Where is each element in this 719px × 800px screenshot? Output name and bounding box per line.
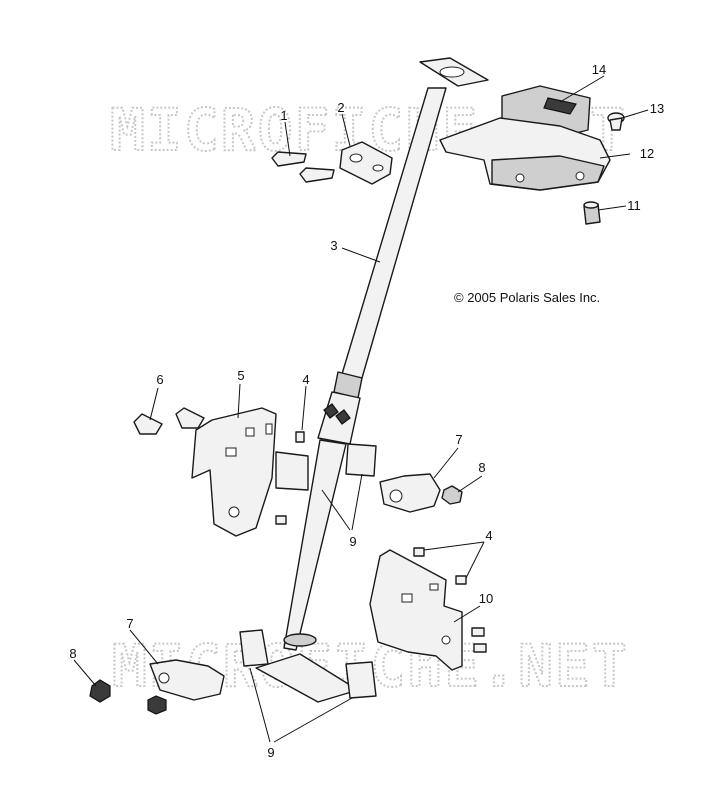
callout-labels: 1 2 3 14 13 12 11 5 6 4 7 8 9 4 10 7 8 9 [69,62,664,760]
bolts-part-6 [133,407,205,435]
copyright-notice: © 2005 Polaris Sales Inc. [454,290,600,305]
callout-9a: 9 [349,534,356,549]
callout-14: 14 [592,62,606,77]
nut-part-8-left [89,679,167,715]
screws-part-4 [275,431,467,585]
bushings-part-9-lower [239,629,377,699]
callout-8b: 8 [69,646,76,661]
nut-part-11 [583,201,601,225]
clamp-part-7-right [379,473,441,513]
callout-8a: 8 [478,460,485,475]
steering-post-part-3 [255,57,489,703]
callout-7b: 7 [126,616,133,631]
callout-4a: 4 [302,372,309,387]
bushings-part-9-upper [275,443,377,491]
bolts-part-1 [271,151,335,183]
left-bracket-part-5 [191,407,277,537]
callout-1: 1 [280,108,287,123]
screw-part-13 [607,112,625,131]
clamp-part-7-left [149,659,225,701]
clamp-block-part-2 [339,141,393,185]
leader-lines [73,75,649,743]
callout-10: 10 [479,591,493,606]
callout-11: 11 [627,198,641,213]
right-bracket-part-10 [369,549,463,671]
callout-7a: 7 [455,432,462,447]
callout-6: 6 [156,372,163,387]
callout-5: 5 [237,368,244,383]
callout-4b: 4 [485,528,492,543]
callout-2: 2 [337,100,344,115]
callout-9b: 9 [267,745,274,760]
callout-13: 13 [650,101,664,116]
lower-housing-part-12 [439,117,611,191]
callout-3: 3 [330,238,337,253]
callout-12: 12 [640,146,654,161]
nut-part-8-right [441,485,463,505]
small-fasteners-part-10 [471,627,487,653]
